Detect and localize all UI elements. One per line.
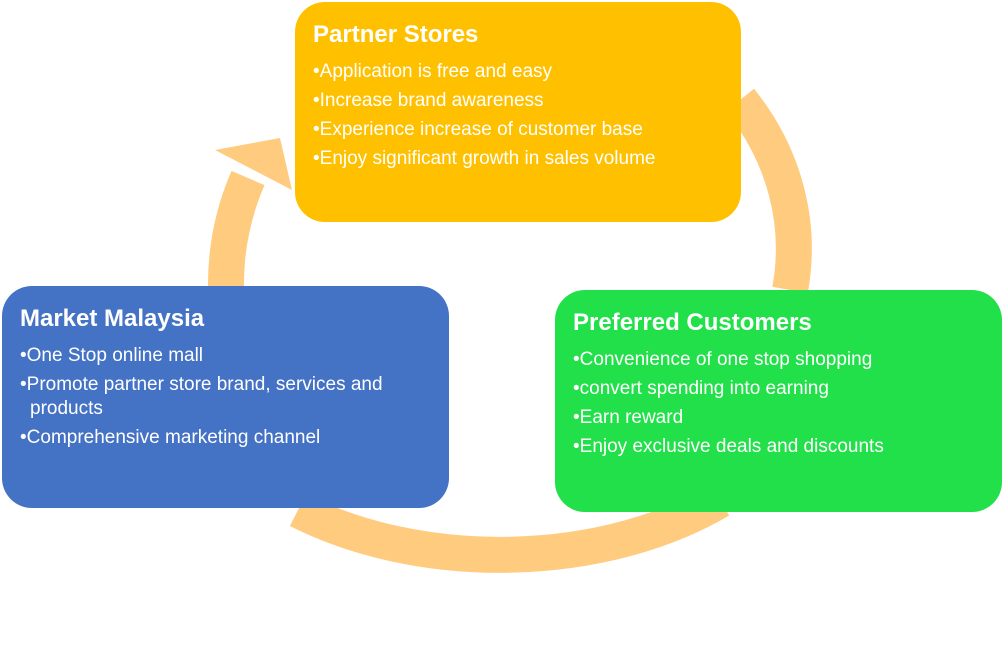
list-item: •Increase brand awareness bbox=[313, 90, 544, 111]
partner-stores-list: •Application is free and easy •Increase … bbox=[313, 60, 723, 171]
list-item: •Enjoy significant growth in sales volum… bbox=[313, 148, 656, 169]
list-item: •Convenience of one stop shopping bbox=[573, 349, 873, 370]
list-item: •Experience increase of customer base bbox=[313, 119, 643, 140]
list-item: •Application is free and easy bbox=[313, 61, 553, 82]
partner-stores-title: Partner Stores bbox=[313, 21, 479, 48]
market-malaysia-title: Market Malaysia bbox=[20, 305, 205, 332]
arrowhead-icon bbox=[215, 138, 292, 190]
preferred-customers-box: Preferred Customers •Convenience of one … bbox=[555, 290, 1002, 512]
list-item: •Earn reward bbox=[573, 407, 684, 428]
list-item: •One Stop online mall bbox=[20, 345, 204, 366]
arrow-market-to-partner bbox=[207, 170, 265, 289]
preferred-customers-list: •Convenience of one stop shopping •conve… bbox=[573, 348, 984, 459]
preferred-customers-title: Preferred Customers bbox=[573, 309, 812, 336]
list-item: •Enjoy exclusive deals and discounts bbox=[573, 436, 884, 457]
arrow-customers-to-market bbox=[289, 484, 730, 573]
partner-stores-box: Partner Stores •Application is free and … bbox=[295, 2, 741, 222]
list-item: •Comprehensive marketing channel bbox=[20, 427, 321, 448]
arrow-partner-to-customers bbox=[725, 88, 812, 294]
market-malaysia-list: •One Stop online mall •Promote partner s… bbox=[20, 344, 431, 450]
market-malaysia-box: Market Malaysia •One Stop online mall •P… bbox=[2, 286, 449, 508]
list-item: •Promote partner store brand, services a… bbox=[20, 374, 383, 419]
list-item: •convert spending into earning bbox=[573, 378, 829, 399]
